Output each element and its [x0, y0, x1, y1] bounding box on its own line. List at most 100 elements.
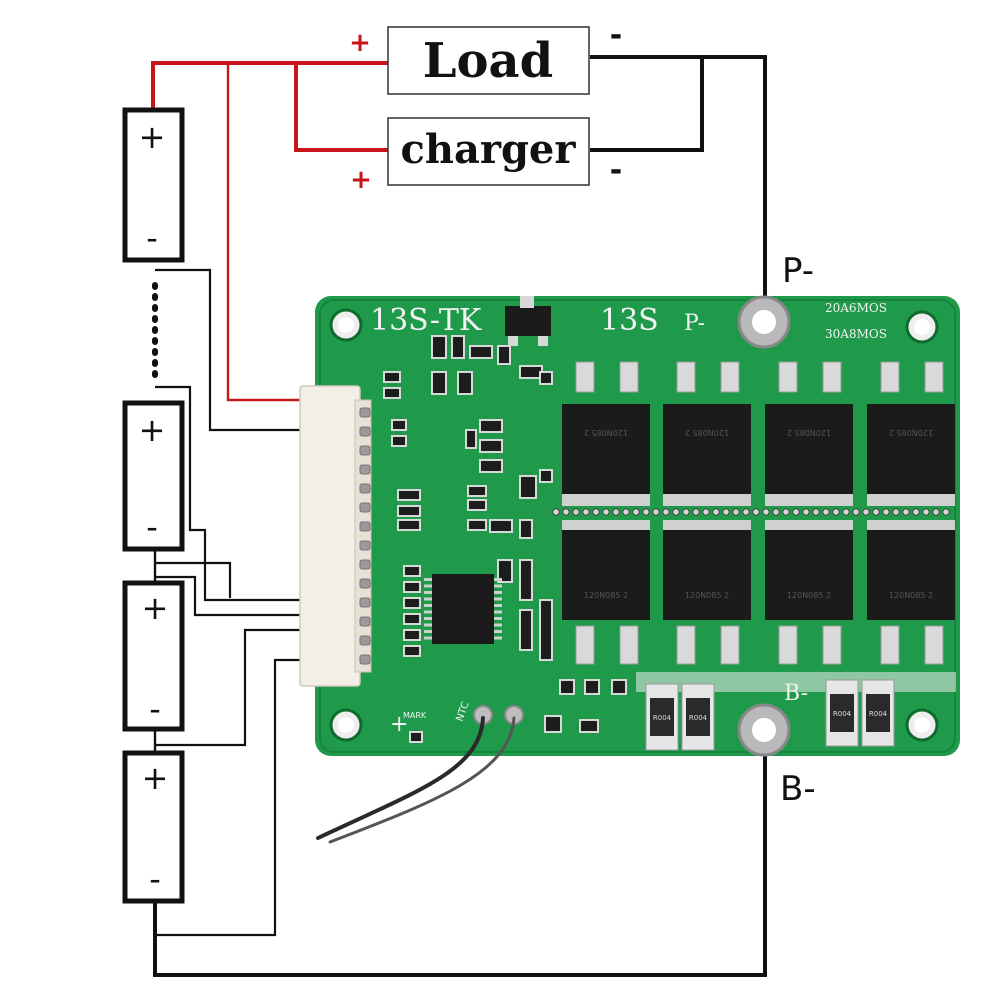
mosfet-top-text: 120N085 2 — [685, 428, 729, 437]
connector-pin — [359, 464, 371, 475]
smd-part — [497, 345, 511, 365]
cell-4-plus: + — [142, 759, 169, 797]
smd-part — [397, 489, 421, 501]
charger-box: charger — [387, 117, 590, 186]
mosfet-bottom-text: 120N085 2 — [787, 591, 831, 600]
connector-pin — [359, 597, 371, 608]
cell-3-minus: - — [149, 690, 161, 728]
mosfet-bottom-1 — [562, 530, 650, 620]
shunt-resistor-3-text: R004 — [833, 710, 852, 718]
connector-pin — [359, 426, 371, 437]
smd-part — [489, 519, 513, 533]
cell-1-plus: + — [139, 118, 166, 156]
smd-part — [539, 599, 553, 661]
shunt-resistors: R004 R004 R004 R004 — [645, 679, 895, 751]
board-mark-text: MARK — [403, 711, 427, 720]
positive-wires — [151, 61, 388, 152]
mosfet-top-text: 120N085 2 — [787, 428, 831, 437]
smd-part — [579, 719, 599, 733]
b-minus-label: B- — [780, 769, 816, 809]
smd-part — [391, 419, 407, 431]
load-box: Load — [387, 26, 590, 95]
balance-connector — [299, 385, 372, 687]
smd-part — [403, 597, 421, 609]
b-minus-wire — [153, 745, 767, 977]
smd-part — [451, 335, 465, 359]
ntc-pads — [473, 705, 524, 725]
shunt-resistor-1: R004 — [645, 683, 679, 751]
smd-part — [403, 629, 421, 641]
battery-cell-4: + - — [122, 750, 185, 904]
bms-pcb-board: 13S-TK 13S P- 20A6MOS 30A8MOS B- + MARK … — [299, 295, 960, 757]
shunt-resistor-1-text: R004 — [653, 714, 672, 722]
smd-part — [584, 679, 600, 695]
shunt-resistor-3: R004 — [825, 679, 859, 747]
mosfet-bank: 120N085 2 120N085 2 120N085 2 120N085 2 120N… — [552, 361, 955, 665]
smd-components — [383, 335, 627, 743]
smd-part — [497, 559, 513, 583]
connector-pin — [359, 483, 371, 494]
charger-plus-sign: + — [350, 165, 372, 195]
board-mark-plus: + — [390, 712, 408, 737]
smd-part — [465, 429, 477, 449]
sense-wire-5 — [155, 628, 305, 747]
connector-pin — [359, 540, 371, 551]
connector-pin — [359, 578, 371, 589]
smd-part — [457, 371, 473, 395]
cell-1-minus: - — [146, 219, 158, 257]
smd-part — [469, 345, 493, 359]
shunt-resistor-4: R004 — [861, 679, 895, 747]
pack-plus-wire — [151, 61, 388, 108]
charger-minus-sign: - — [610, 153, 622, 188]
sense-wire-3 — [155, 561, 232, 598]
smd-part — [403, 645, 421, 657]
smd-part — [539, 371, 553, 385]
sense-wire-2 — [155, 385, 305, 602]
charger-label: charger — [401, 126, 577, 173]
smd-part — [431, 371, 447, 395]
mosfet-top-2 — [663, 404, 751, 494]
mosfet-bottom-text: 120N085 2 — [685, 591, 729, 600]
smd-part — [519, 519, 533, 539]
board-series-text: 13S — [600, 303, 659, 338]
board-model-text: 13S-TK — [370, 303, 482, 338]
smd-part — [403, 565, 421, 577]
connector-pins — [359, 407, 371, 665]
connector-pin — [359, 407, 371, 418]
cell-2-minus: - — [146, 508, 158, 546]
load-label: Load — [423, 33, 553, 89]
load-plus-sign: + — [349, 28, 371, 58]
smd-part — [403, 581, 421, 593]
connector-pin — [359, 521, 371, 532]
smd-part — [479, 439, 503, 453]
smd-part — [519, 609, 533, 651]
load-minus-wire — [590, 55, 767, 300]
smd-part — [383, 371, 401, 383]
smd-part — [611, 679, 627, 695]
charger-plus-wire — [294, 63, 388, 152]
mosfet-bottom-3 — [765, 530, 853, 620]
smd-part — [559, 679, 575, 695]
mosfet-top-1 — [562, 404, 650, 494]
mosfet-top-4 — [867, 404, 955, 494]
connector-pin — [359, 616, 371, 627]
mosfet-bottom-text: 120N085 2 — [889, 591, 933, 600]
ntc-thermistor-wire — [316, 716, 516, 844]
smd-part — [519, 475, 537, 499]
connector-pin — [359, 635, 371, 646]
smd-part — [431, 335, 447, 359]
board-mos-20a: 20A6MOS — [825, 301, 887, 315]
cell-2-plus: + — [139, 411, 166, 449]
connector-pin — [359, 445, 371, 456]
smd-part — [519, 365, 543, 379]
smd-part — [519, 559, 533, 601]
p-minus-pad — [737, 295, 791, 349]
smd-part — [403, 613, 421, 625]
smd-part — [467, 499, 487, 511]
smd-part — [397, 519, 421, 531]
connector-pin — [359, 559, 371, 570]
smd-part — [397, 505, 421, 517]
mosfet-bottom-text: 120N085 2 — [584, 591, 628, 600]
sense-wire-4 — [155, 575, 305, 617]
